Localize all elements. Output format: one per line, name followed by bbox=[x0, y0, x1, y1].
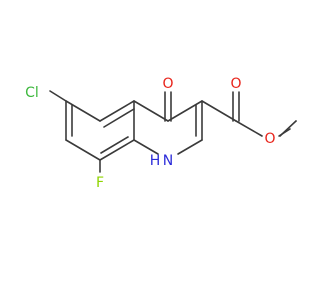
bond-c5-c4a bbox=[99, 100, 135, 122]
bond-c3-cester bbox=[201, 100, 237, 122]
bond-c4a-c4 bbox=[133, 100, 169, 122]
bond-n1-c8a bbox=[133, 139, 159, 155]
bond-c8a-c8 bbox=[99, 139, 135, 161]
bond-c8-c7 bbox=[65, 139, 101, 161]
carbonyl-oxygen-label: O bbox=[230, 76, 241, 92]
ester-oxygen-label: O bbox=[264, 131, 275, 147]
bond-c5-c4a-inner bbox=[103, 108, 135, 128]
bond-c6-c5 bbox=[65, 100, 101, 122]
molecule-diagram: Cl F O O O N H bbox=[25, 76, 297, 191]
bond-cester-o-ether bbox=[235, 120, 263, 137]
bond-c6-cl bbox=[49, 90, 67, 102]
nitrogen-hydrogen-label: H bbox=[150, 153, 161, 169]
nitrogen-label: N bbox=[163, 153, 173, 169]
bond-c8a-c8-inner bbox=[100, 136, 129, 154]
bond-c4-c3 bbox=[167, 100, 203, 122]
chlorine-label: Cl bbox=[25, 85, 39, 101]
structure-svg: Cl F O O O N H bbox=[25, 76, 297, 191]
fluorine-label: F bbox=[96, 175, 104, 191]
bond-ethyl-a bbox=[278, 128, 291, 137]
bond-c2-n1 bbox=[177, 139, 203, 155]
ketone-oxygen-label: O bbox=[162, 76, 173, 92]
